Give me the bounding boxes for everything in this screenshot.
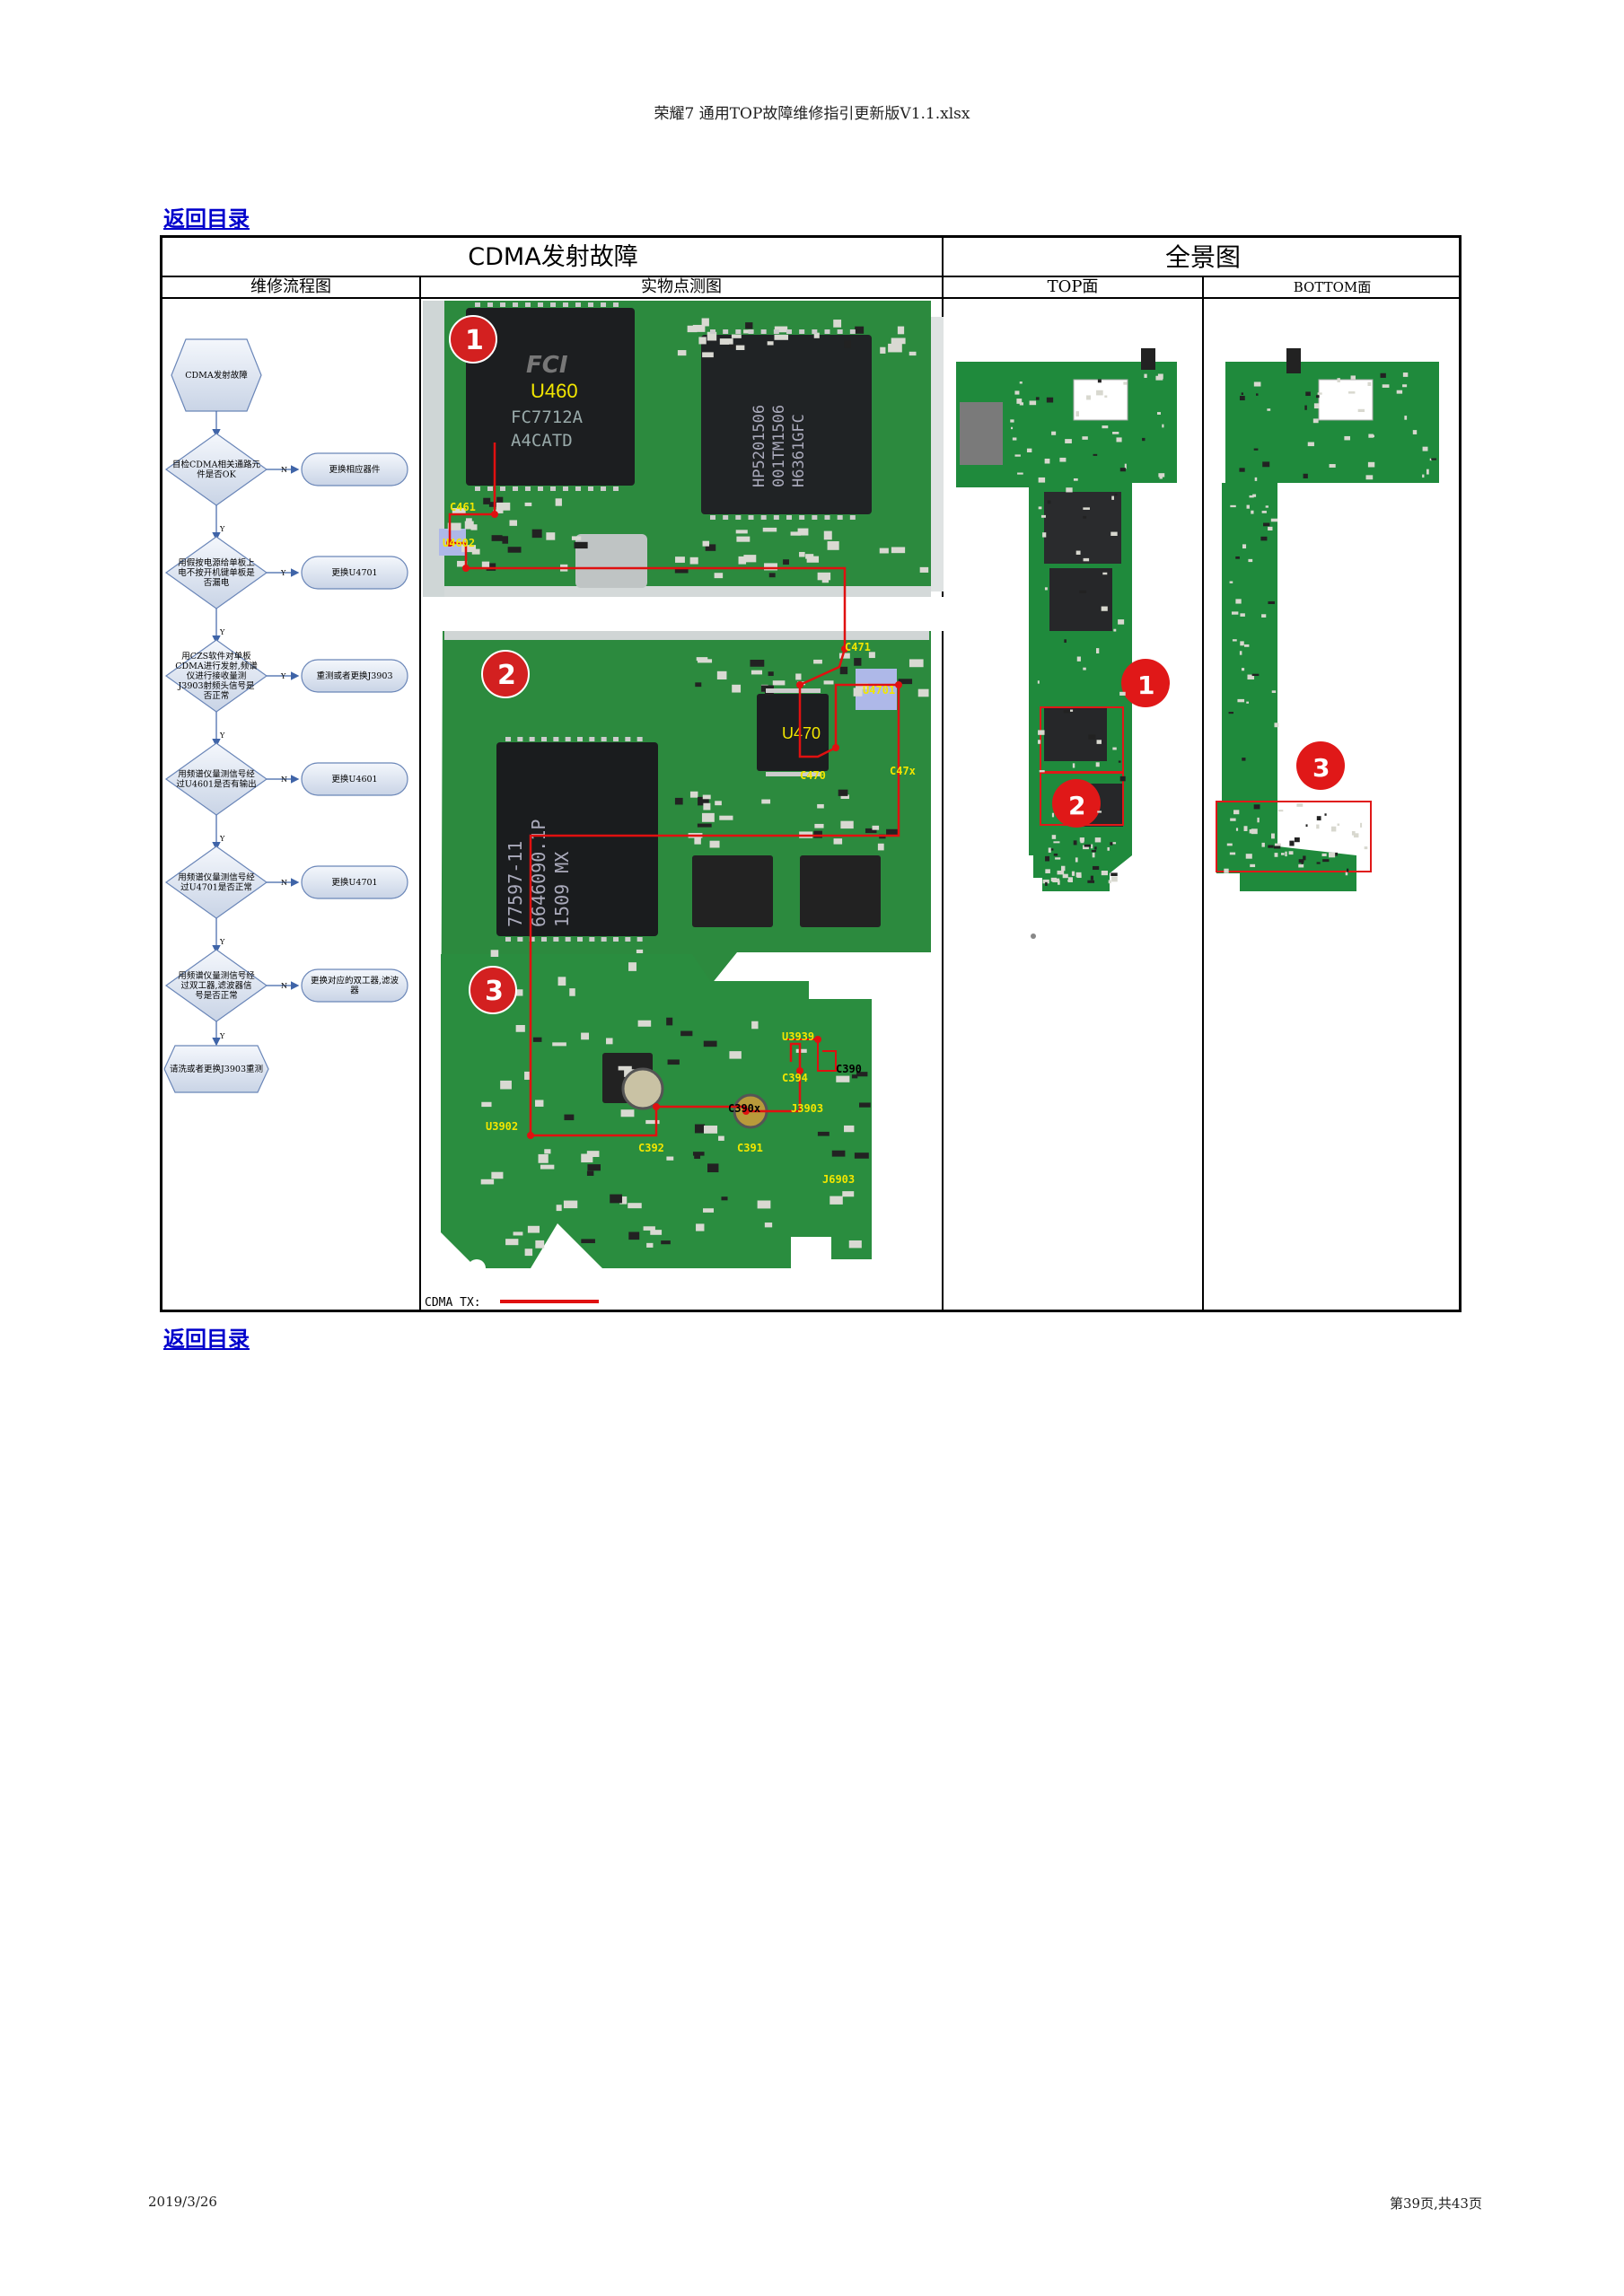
flow-yes-label: Y — [219, 835, 225, 843]
flow-decision-label: 用假按电源给单板上电不按开机键单板是否漏电 — [178, 557, 255, 588]
back-to-toc-link[interactable]: 返回目录 — [163, 206, 250, 232]
flow-action-label: 更换U4701 — [331, 877, 377, 888]
chip-u4701-highlight — [856, 669, 897, 710]
svg-text:001TM1506: 001TM1506 — [770, 405, 788, 487]
svg-text:2: 2 — [1068, 791, 1085, 820]
flow-action-shape — [301, 968, 408, 1003]
back-to-toc-link-bottom[interactable]: 返回目录 — [163, 1326, 250, 1352]
flow-action-label: 重测或者更换J3903 — [317, 670, 393, 681]
flow-branch-label: N — [281, 879, 287, 887]
flow-decision-label: 用频谱仪量测信号经过U4701是否正常 — [178, 872, 255, 893]
component-label: C394 — [782, 1072, 808, 1084]
svg-text:H6361GFC: H6361GFC — [790, 414, 808, 487]
svg-text:1509 MX: 1509 MX — [551, 852, 573, 927]
svg-text:FCI: FCI — [526, 352, 568, 379]
flow-decision-label: 用频谱仪量测信号经过U4601是否有输出 — [176, 769, 256, 790]
footer-page-number: 第39页,共43页 — [1390, 2195, 1482, 2212]
flow-branch-label: Y — [280, 569, 286, 577]
flow-column-header: 维修流程图 — [250, 277, 331, 296]
flow-branch-label: N — [281, 776, 287, 784]
flow-decision-label: 目检CDMA相关通路元件是否OK — [172, 460, 260, 480]
chip-u460 — [466, 308, 635, 486]
flow-yes-label: Y — [219, 732, 225, 740]
flow-action-shape — [301, 762, 408, 796]
flow-decision-label: 用频谱仪量测信号经过双工器,滤波器信号是否正常 — [178, 970, 255, 1001]
document-header: 荣耀7 通用TOP故障维修指引更新版V1.1.xlsx — [654, 105, 970, 123]
flow-branch-label: N — [281, 466, 287, 474]
flow-branch-label: N — [281, 982, 287, 990]
component-label: C392 — [638, 1142, 664, 1154]
component-label: U4701 — [863, 684, 895, 697]
legend-label: CDMA TX: — [425, 1296, 481, 1310]
component-label: J3903 — [791, 1102, 823, 1115]
marker-1: 1 — [465, 325, 484, 356]
component-label: C391 — [737, 1142, 763, 1154]
flow-yes-label: Y — [219, 1032, 225, 1040]
chip-u4601 — [496, 742, 658, 936]
flow-yes-label: Y — [219, 628, 225, 636]
flow-action-shape — [301, 865, 408, 899]
component-label: U3939 — [782, 1030, 814, 1043]
overview-top-photo: 1 2 — [956, 348, 1177, 939]
component-label: C471 — [845, 641, 871, 653]
flow-action-label: 更换U4701 — [331, 567, 377, 578]
top-column-header: TOP面 — [1047, 277, 1099, 296]
overview-title: 全景图 — [1164, 242, 1241, 272]
flow-start-shape — [171, 338, 262, 412]
flow-action-label: 更换U4601 — [331, 774, 377, 784]
section-title: CDMA发射故障 — [468, 243, 638, 271]
flow-yes-label: Y — [219, 525, 225, 533]
svg-text:1: 1 — [1137, 670, 1154, 700]
bottom-column-header: BOTTOM面 — [1293, 279, 1372, 295]
svg-text:U470: U470 — [782, 724, 821, 742]
svg-text:FC7712A: FC7712A — [511, 407, 584, 427]
svg-text:HP5201506: HP5201506 — [751, 405, 768, 487]
svg-text:A4CATD: A4CATD — [511, 431, 573, 451]
marker-3: 3 — [485, 976, 504, 1007]
component-label: U3902 — [486, 1120, 518, 1133]
footer-date: 2019/3/26 — [148, 2194, 217, 2210]
svg-text:3: 3 — [1312, 753, 1330, 783]
component-label: J6903 — [822, 1173, 855, 1186]
component-label: C47x — [890, 765, 916, 777]
crystal-1921p — [575, 534, 647, 588]
flow-action-label: 更换对应的双工器,滤波器 — [311, 976, 399, 996]
fault-table: CDMA发射故障 全景图 维修流程图 实物点测图 TOP面 BOTTOM面 CD… — [160, 235, 1462, 1312]
flow-branch-label: Y — [280, 672, 286, 680]
flow-yes-label: Y — [219, 938, 225, 946]
svg-text:U460: U460 — [531, 380, 578, 402]
flow-action-shape — [301, 556, 408, 590]
component-label: C390x — [728, 1102, 760, 1115]
flow-action-label: 更换相应器件 — [329, 464, 381, 475]
overview-bottom-photo: 3 — [1216, 348, 1439, 891]
flow-action-shape — [301, 659, 408, 693]
flow-start-label: CDMA发射故障 — [185, 370, 248, 381]
component-label: C390 — [836, 1063, 862, 1075]
component-label: C461 — [450, 501, 476, 513]
component-label: C470 — [800, 769, 826, 782]
flow-end-label: 请洗或者更换J3903重测 — [170, 1064, 263, 1074]
flow-action-shape — [301, 452, 408, 486]
chip-h6361 — [701, 335, 872, 514]
flow-end-shape — [163, 1045, 269, 1093]
measure-column-header: 实物点测图 — [641, 277, 722, 296]
marker-2: 2 — [497, 660, 516, 691]
svg-text:77597-11: 77597-11 — [505, 841, 526, 927]
chip-u470 — [757, 694, 829, 771]
component-label: U4602 — [443, 537, 475, 549]
